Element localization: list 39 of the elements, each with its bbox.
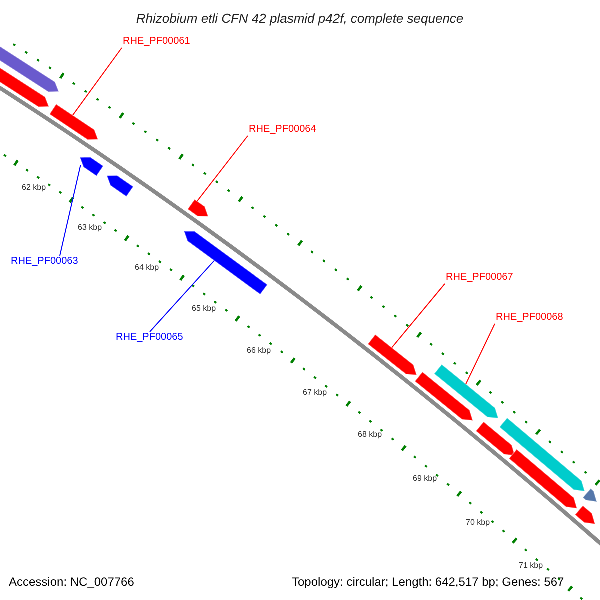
gene-block [414,371,474,422]
gene-block [498,417,586,492]
scale-label: 63 kbp [78,223,102,233]
scale-label: 62 kbp [22,183,46,193]
gene-label: RHE_PF00061 [123,36,190,48]
gene-block [582,488,598,503]
scale-label: 68 kbp [358,430,382,440]
gene-label: RHE_PF00065 [116,332,184,344]
scale-label: 67 kbp [303,388,328,398]
title: Rhizobium etli CFN 42 plasmid p42f, complete sequence [135,10,465,28]
gene-block [367,334,418,376]
gene-block [475,421,516,456]
scale-label: 65 kbp [192,304,216,314]
gene-label: RHE_PF00064 [249,124,316,136]
gene-block [434,364,500,420]
gene-block [574,505,596,525]
leader-line [72,48,122,116]
gene-block [184,230,268,296]
gene-block [187,198,210,218]
gene-block [508,448,578,510]
gene-label: RHE_PF00068 [496,312,564,324]
leader-line [392,284,446,348]
gene-label: RHE_PF00063 [11,256,78,268]
gene-block [106,175,134,198]
scale-label: 66 kbp [247,346,272,356]
scale-label: 69 kbp [413,474,438,484]
leader-line [150,260,216,332]
footer-text: Accession: NC_007766 [9,575,134,589]
scale-label: 64 kbp [135,263,160,273]
gene-block [49,104,99,140]
gene-block [79,156,104,177]
leader-line [60,164,82,256]
scale-label: 71 kbp [519,561,544,571]
scale-label: 70 kbp [466,518,490,528]
gene-block [0,44,60,93]
leader-line [196,136,248,202]
leader-line [466,324,496,385]
footer-text: Topology: circular; Length: 642,517 bp; Genes: 567 [292,575,564,589]
gene-label: RHE_PF00067 [446,272,514,284]
